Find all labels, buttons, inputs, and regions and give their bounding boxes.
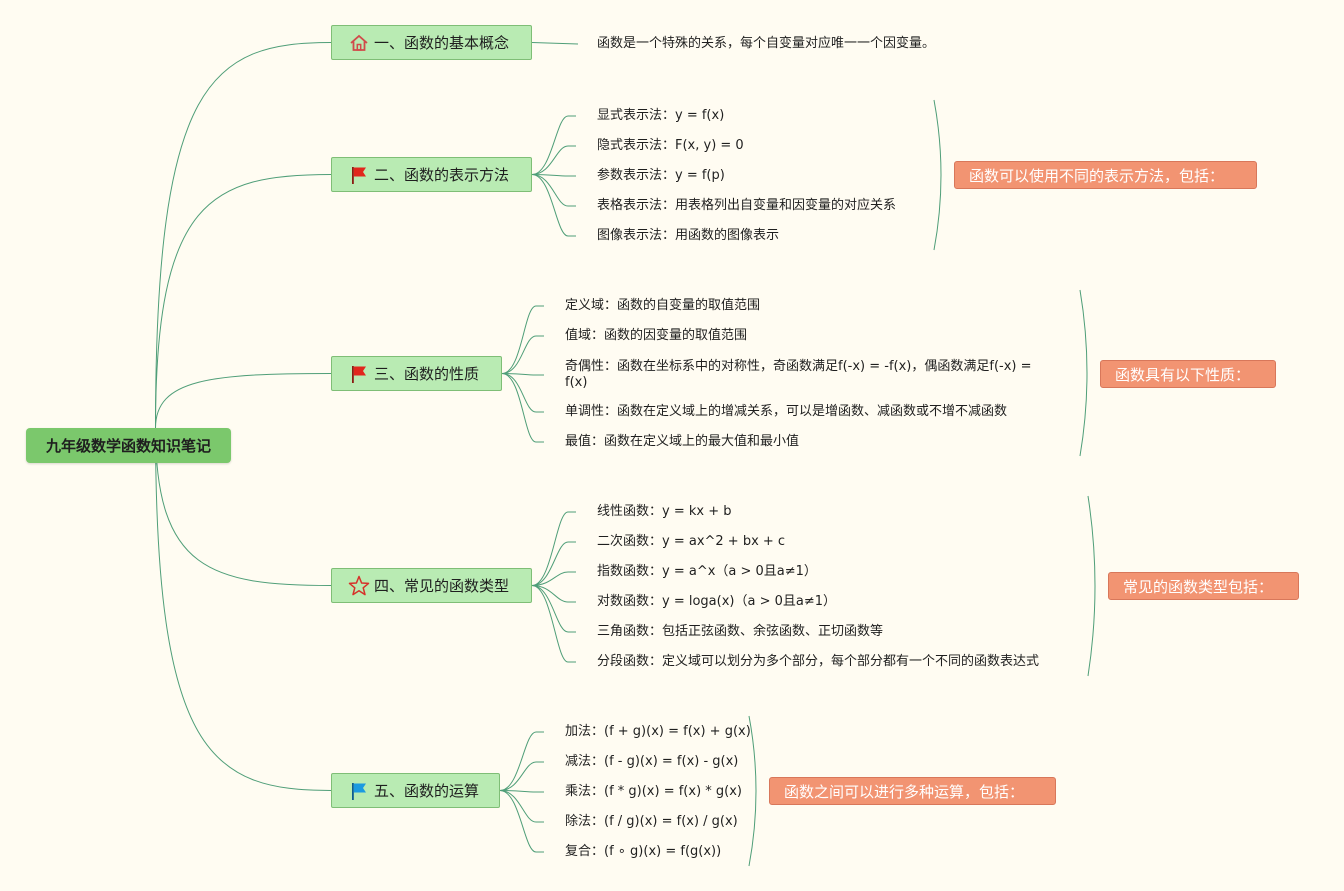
summary-brace: [748, 715, 757, 867]
leaf-item[interactable]: 参数表示法：y = f(p): [597, 168, 725, 183]
section-label: 四、常见的函数类型: [374, 577, 510, 595]
leaf-branch-line: [531, 571, 576, 586]
leaf-branch-line: [531, 585, 576, 633]
red-flag-icon: [348, 164, 370, 186]
leaf-branch-line: [531, 511, 576, 586]
leaf-item[interactable]: 乘法：(f * g)(x) = f(x) * g(x): [565, 784, 742, 799]
summary-brace: [1079, 289, 1088, 457]
leaf-branch-line: [499, 790, 544, 853]
leaf-item[interactable]: 最值：函数在定义域上的最大值和最小值: [565, 434, 800, 449]
section-label: 一、函数的基本概念: [374, 34, 510, 52]
leaf-branch-line: [531, 145, 576, 175]
blue-flag-icon: [348, 780, 370, 802]
section-node-operations[interactable]: 五、函数的运算: [331, 773, 500, 808]
red-flag-icon: [348, 363, 370, 385]
leaf-item[interactable]: 除法：(f / g)(x) = f(x) / g(x): [565, 814, 738, 829]
leaf-item[interactable]: 奇偶性：函数在坐标系中的对称性，奇函数满足f(-x) = -f(x)，偶函数满足…: [565, 359, 1032, 390]
star-icon: [348, 575, 370, 597]
leaf-item[interactable]: 分段函数：定义域可以划分为多个部分，每个部分都有一个不同的函数表达式: [597, 654, 1040, 669]
root-label: 九年级数学函数知识笔记: [45, 437, 211, 455]
leaf-branch-line: [499, 731, 544, 791]
leaf-item[interactable]: 值域：函数的因变量的取值范围: [565, 328, 748, 343]
root-branch-line: [155, 427, 332, 791]
leaf-branch-line: [531, 174, 576, 237]
leaf-branch-line: [531, 174, 576, 207]
section-node-representation[interactable]: 二、函数的表示方法: [331, 157, 532, 192]
leaf-item[interactable]: 定义域：函数的自变量的取值范围: [565, 298, 761, 313]
leaf-branch-line: [531, 541, 576, 586]
leaf-branch-line: [501, 373, 544, 413]
leaf-item[interactable]: 加法：(f + g)(x) = f(x) + g(x): [565, 724, 751, 739]
leaf-branch-line: [501, 373, 544, 443]
leaf-item[interactable]: 单调性：函数在定义域上的增减关系，可以是增函数、减函数或不增不减函数: [565, 404, 1008, 419]
leaf-item[interactable]: 指数函数：y = a^x（a > 0且a≠1）: [597, 564, 817, 579]
leaf-branch-line: [499, 790, 544, 823]
summary-node[interactable]: 函数可以使用不同的表示方法，包括：: [954, 161, 1257, 189]
summary-node[interactable]: 函数之间可以进行多种运算，包括：: [769, 777, 1056, 805]
summary-brace: [933, 99, 942, 251]
section-label: 二、函数的表示方法: [374, 166, 510, 184]
leaf-branch-line: [501, 305, 544, 374]
section-label: 五、函数的运算: [374, 782, 480, 800]
leaf-item[interactable]: 函数是一个特殊的关系，每个自变量对应唯一一个因变量。: [597, 36, 936, 51]
leaf-item[interactable]: 线性函数：y = kx + b: [597, 504, 732, 519]
leaf-branch-line: [499, 790, 544, 793]
section-node-basic-concept[interactable]: 一、函数的基本概念: [331, 25, 532, 60]
summary-brace: [1087, 495, 1096, 677]
leaf-branch-line: [531, 115, 576, 175]
leaf-item[interactable]: 图像表示法：用函数的图像表示: [597, 228, 780, 243]
leaf-branch-line: [499, 761, 544, 791]
leaf-branch-line: [501, 335, 544, 374]
leaf-item[interactable]: 减法：(f - g)(x) = f(x) - g(x): [565, 754, 739, 769]
home-icon: [348, 32, 370, 54]
leaf-item[interactable]: 三角函数：包括正弦函数、余弦函数、正切函数等: [597, 624, 884, 639]
root-branch-line: [155, 373, 332, 429]
leaf-branch-line: [531, 585, 576, 663]
leaf-branch-line: [531, 42, 579, 45]
leaf-item[interactable]: 复合：(f ∘ g)(x) = f(g(x)): [565, 844, 722, 859]
leaf-item[interactable]: 表格表示法：用表格列出自变量和因变量的对应关系: [597, 198, 897, 213]
root-branch-line: [155, 42, 332, 429]
leaf-branch-line: [501, 373, 544, 376]
leaf-item[interactable]: 二次函数：y = ax^2 + bx + c: [597, 534, 786, 549]
root-branch-line: [155, 174, 332, 429]
leaf-item[interactable]: 对数函数：y = loga(x)（a > 0且a≠1）: [597, 594, 836, 609]
root-node[interactable]: 九年级数学函数知识笔记: [26, 428, 231, 463]
leaf-item[interactable]: 隐式表示法：F(x, y) = 0: [597, 138, 744, 153]
summary-node[interactable]: 常见的函数类型包括：: [1108, 572, 1299, 600]
leaf-item[interactable]: 显式表示法：y = f(x): [597, 108, 725, 123]
root-branch-line: [155, 427, 332, 586]
leaf-branch-line: [531, 174, 576, 177]
section-label: 三、函数的性质: [374, 365, 480, 383]
section-node-properties[interactable]: 三、函数的性质: [331, 356, 502, 391]
section-node-function-types[interactable]: 四、常见的函数类型: [331, 568, 532, 603]
summary-node[interactable]: 函数具有以下性质：: [1100, 360, 1276, 388]
leaf-branch-line: [531, 585, 576, 603]
